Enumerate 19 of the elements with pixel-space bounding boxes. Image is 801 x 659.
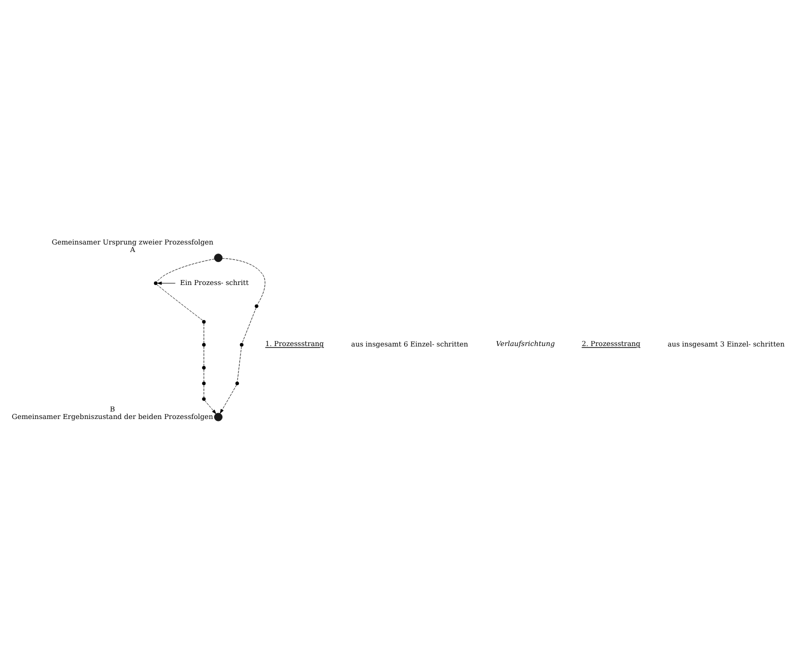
node-cross [254, 304, 258, 308]
node-cross [202, 396, 206, 400]
arrow [157, 281, 176, 284]
node-cross [154, 280, 158, 285]
connector [242, 307, 256, 343]
connector [222, 258, 266, 304]
node-circle [214, 253, 223, 262]
node-cross [235, 381, 240, 385]
connector [156, 284, 204, 320]
node-cross [202, 342, 206, 346]
connector [156, 258, 215, 282]
connector [237, 346, 242, 382]
node-circle [214, 412, 223, 421]
node-cross [202, 319, 206, 324]
node-cross [240, 342, 244, 346]
node-cross [202, 381, 206, 385]
arrow [204, 400, 216, 414]
arrow [220, 384, 237, 414]
node-cross [202, 365, 206, 370]
